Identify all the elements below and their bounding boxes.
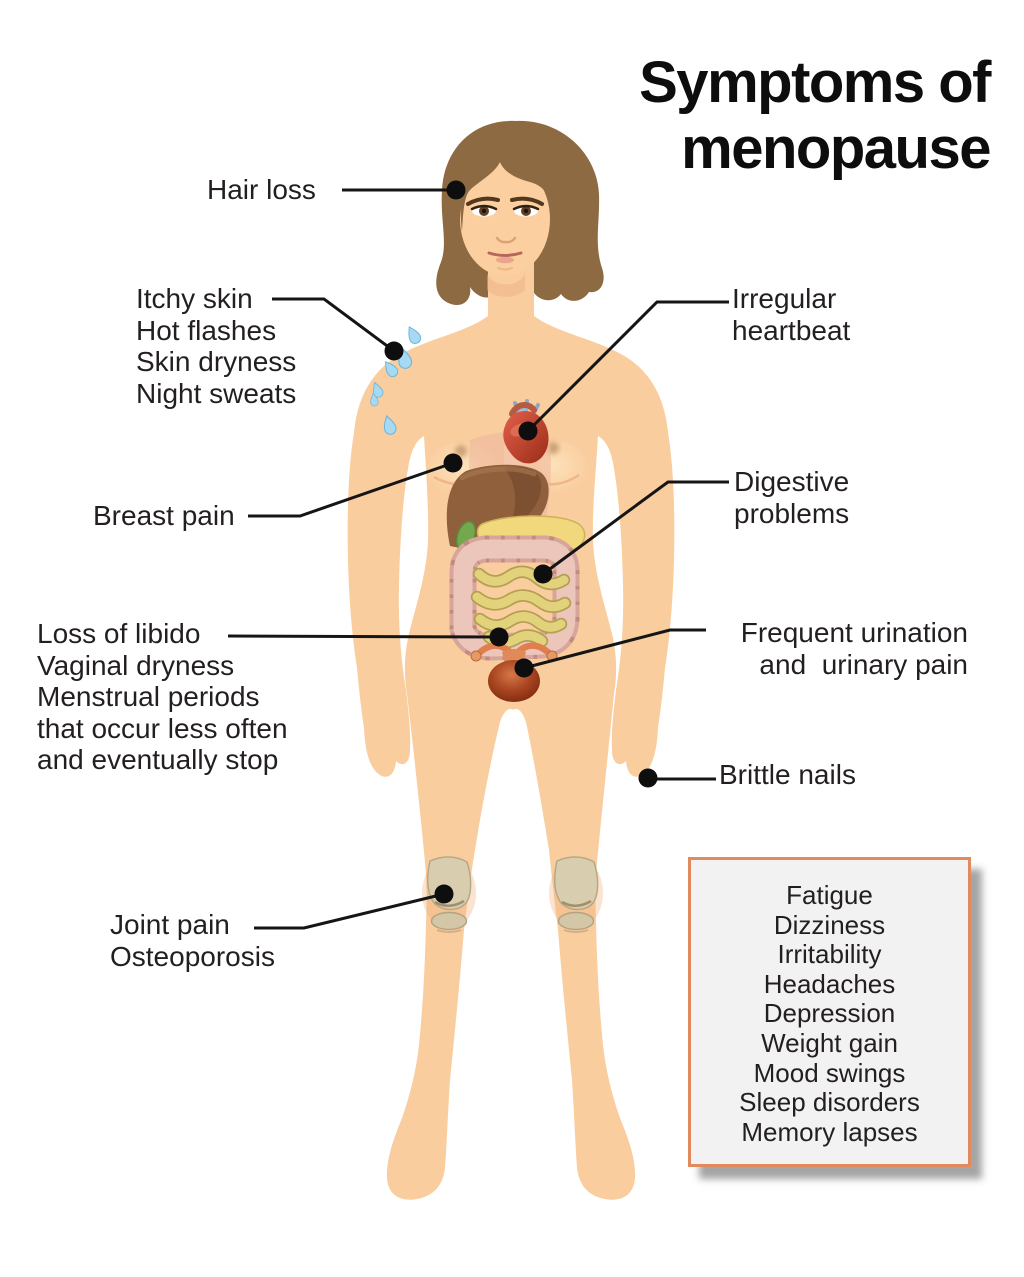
label-line: Menstrual periods [37,681,260,712]
symptom-list-box: Fatigue Dizziness Irritability Headaches… [688,857,971,1167]
label-line: Breast pain [93,500,235,531]
leader-lines [227,180,729,930]
symptom-item: Headaches [763,968,896,999]
label-hair-loss: Hair loss [207,174,316,206]
label-line: Digestive [734,466,850,497]
title-line-2: menopause [681,116,991,181]
label-line: problems [734,497,850,529]
label-line: Hot flashes [136,314,277,346]
leader-libido [227,627,509,647]
eye-left [470,204,498,217]
body-silhouette [347,262,675,1200]
leader-breast-pain [248,453,463,518]
symptom-item: Memory lapses [741,1116,918,1147]
symptom-item: Irritability [777,939,882,970]
label-line: Irregular [732,283,837,314]
label-line: and eventually stop [37,744,279,775]
knee-right [549,856,603,933]
lower-lip [496,256,514,264]
leader-joint-pain [254,884,454,930]
label-joint-group: Joint pain Osteoporosis [110,909,275,972]
label-line: that occur less often [37,712,288,744]
label-frequent-urination: Frequent urination and urinary pain [741,617,968,680]
label-line: heartbeat [732,314,851,346]
label-line: Osteoporosis [110,940,275,972]
label-line: Loss of libido [37,618,201,649]
label-line: Joint pain [110,909,230,940]
symptom-item: Fatigue [786,880,873,910]
organs [446,399,586,702]
label-digestive-problems: Digestive problems [734,466,849,529]
label-brittle-nails: Brittle nails [719,759,856,791]
leader-hair-loss [342,180,466,200]
hair-front [460,136,558,232]
leader-digestive [533,480,729,584]
symptom-item: Sleep disorders [739,1087,920,1118]
nose [495,236,517,244]
eyebrow-left [466,196,500,206]
mouth [487,251,523,257]
face [460,162,550,276]
label-line: Night sweats [136,377,297,409]
symptom-item: Weight gain [761,1027,898,1058]
label-line: Hair loss [207,174,316,205]
leader-urination [514,628,706,678]
symptom-item: Dizziness [773,909,886,940]
label-line: Skin dryness [136,346,297,377]
label-libido-group: Loss of libido Vaginal dryness Menstrual… [37,618,288,776]
symptom-item: Depression [763,998,896,1029]
leader-itchy-skin [272,297,404,361]
face-skin [460,162,550,276]
chin-crease [497,267,513,271]
symptom-item: Mood swings [753,1057,906,1088]
label-breast-pain: Breast pain [93,500,235,532]
eye-right [512,204,540,217]
label-line: Itchy skin [136,283,253,314]
label-line: Frequent urination [740,617,968,648]
label-irregular-heartbeat: Irregular heartbeat [732,283,850,346]
label-line: Brittle nails [719,759,856,790]
leader-heartbeat [518,300,729,441]
label-line: and urinary pain [759,648,968,680]
body-skin [347,262,675,1200]
nipple-left [455,445,467,457]
leader-brittle-nails [638,768,716,788]
label-skin-group: Itchy skin Hot flashes Skin dryness Nigh… [136,283,296,409]
neck-shadow [487,274,525,297]
label-line: Vaginal dryness [37,649,235,681]
page-title: Symptoms of menopause [639,50,991,182]
title-line-1: Symptoms of [639,50,991,115]
eyebrow-right [510,196,544,206]
